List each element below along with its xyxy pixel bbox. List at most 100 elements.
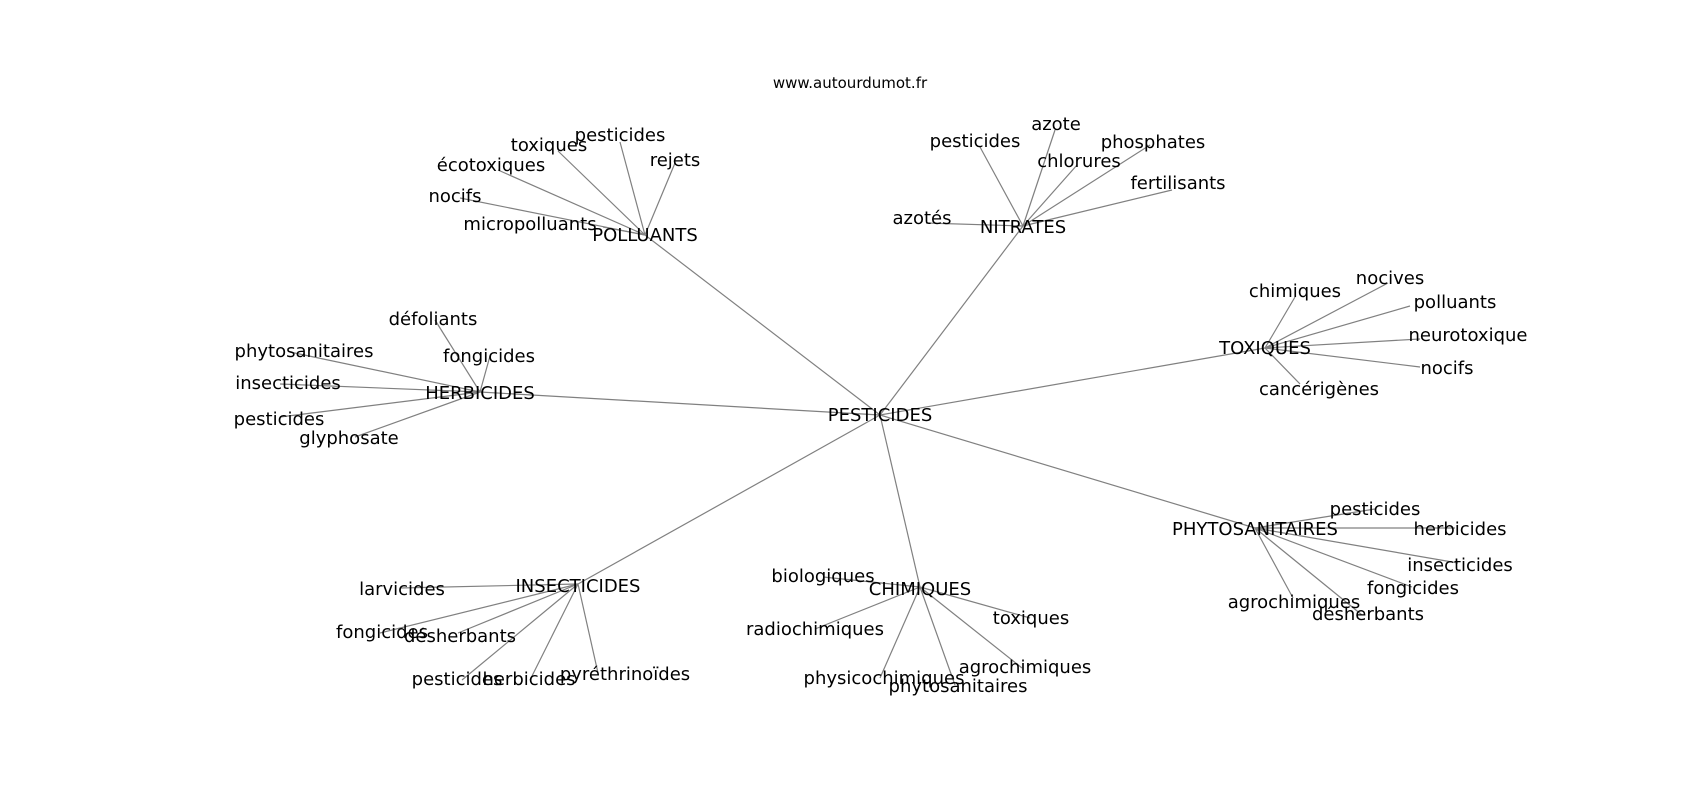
edge-hub-leaf [602,226,646,236]
edge-hub-leaf [1022,144,1151,227]
hub-node-label: NITRATES [980,217,1066,238]
leaf-node-label: pesticides [1330,499,1421,520]
leaf-node-label: fongicides [336,622,428,643]
edge-hub-leaf [619,141,646,236]
edge-hub-leaf [1254,527,1363,616]
leaf-node-label: pesticides [575,125,666,146]
leaf-node-label: fertilisants [1130,173,1225,194]
leaf-node-label: herbicides [482,669,575,690]
leaf-node-label: pesticides [234,409,325,430]
edge-hub-leaf [1254,527,1294,599]
leaf-node-label: agrochimiques [1228,592,1361,613]
leaf-node-label: chimiques [1249,281,1341,302]
edge-hub-leaf [497,169,646,236]
root-node-label: PESTICIDES [828,405,933,426]
edge-hub-leaf [279,383,481,393]
leaf-node-label: insecticides [1407,555,1513,576]
edge-hub-leaf [1264,296,1296,349]
leaf-node-label: insecticides [235,373,341,394]
leaf-node-label: toxiques [993,608,1069,629]
edge-hub-leaf [479,355,491,393]
leaf-node-label: défoliants [389,309,478,330]
edge-hub-leaf [434,319,481,393]
hub-node-label: INSECTICIDES [516,576,641,597]
edge-hub-leaf [1264,338,1421,349]
edge-hub-leaf [1254,527,1459,564]
edge-root-hub [479,391,881,416]
edge-hub-leaf [289,351,481,393]
leaf-node-label: radiochimiques [746,619,884,640]
leaf-node-label: fongicides [1367,578,1459,599]
edge-root-hub [879,414,921,588]
leaf-node-label: toxiques [511,135,587,156]
edge-hub-leaf [1254,527,1413,588]
edge-hub-leaf [919,586,956,686]
leaf-node-label: physicochimiques [804,668,965,689]
edge-hub-leaf [879,586,921,679]
edge-root-hub [879,225,1024,416]
graph-edges [279,129,1459,686]
edge-hub-leaf [814,586,921,630]
edge-hub-leaf [1264,347,1301,385]
leaf-node-label: phosphates [1101,132,1206,153]
hub-node-label: CHIMIQUES [869,579,971,600]
edge-hub-leaf [461,583,579,681]
edge-hub-leaf [1254,508,1376,529]
leaf-node-label: chlorures [1037,151,1121,172]
edge-hub-leaf [457,583,579,634]
source-credit: www.autourdumot.fr [773,74,928,92]
edge-root-hub [644,234,881,416]
edge-hub-leaf [919,586,1023,669]
edge-hub-leaf [354,391,481,438]
leaf-node-label: nocifs [428,186,481,207]
edge-hub-leaf [399,583,579,589]
leaf-node-label: phytosanitaires [235,341,374,362]
edge-hub-leaf [279,391,481,418]
edge-root-hub [577,414,881,585]
leaf-node-label: larvicides [359,579,445,600]
leaf-node-label: azote [1031,114,1081,135]
edge-hub-leaf [822,576,921,588]
leaf-node-label: biologiques [771,566,874,587]
leaf-node-label: écotoxiques [437,155,545,176]
edge-hub-leaf [577,583,599,674]
leaf-node-label: cancérigènes [1259,379,1379,400]
edge-hub-leaf [529,583,579,681]
hub-node-label: HERBICIDES [425,383,535,404]
edge-hub-leaf [379,583,579,634]
hub-node-label: PHYTOSANITAIRES [1172,519,1338,540]
leaf-node-label: neurotoxique [1409,325,1528,346]
edge-hub-leaf [1022,129,1056,227]
leaf-node-label: polluants [1414,292,1497,313]
edge-hub-leaf [1022,189,1173,227]
leaf-node-label: herbicides [1413,519,1506,540]
leaf-node-label: rejets [650,150,701,171]
leaf-node-label: désherbants [1312,604,1424,625]
leaf-node-label: azotés [892,208,951,229]
edge-hub-leaf [1022,164,1078,227]
graph-labels: www.autourdumot.fr PESTICIDES POLLUANTS re… [234,74,1528,697]
edge-hub-leaf [919,586,1031,619]
edge-hub-leaf [644,162,676,236]
edge-root-hub [879,414,1256,529]
leaf-node-label: pesticides [930,131,1021,152]
edge-hub-leaf [1264,347,1421,368]
leaf-node-label: glyphosate [299,428,398,449]
hub-node-label: POLLUANTS [592,225,698,246]
edge-hub-leaf [925,222,1024,227]
leaf-node-label: pyréthrinoïdes [560,664,690,685]
leaf-node-label: micropolluants [463,214,596,235]
leaf-node-label: fongicides [443,346,535,367]
edge-hub-leaf [557,150,646,236]
edge-hub-leaf [1264,282,1389,349]
leaf-node-label: désherbants [404,626,516,647]
leaf-node-label: nocives [1356,268,1424,289]
leaf-node-label: agrochimiques [959,657,1092,678]
leaf-node-label: pesticides [412,669,503,690]
edge-hub-leaf [979,146,1024,227]
leaf-node-label: phytosanitaires [889,676,1028,697]
edge-root-hub [879,347,1266,416]
edge-hub-leaf [1264,305,1411,349]
hub-node-label: TOXIQUES [1218,338,1311,359]
